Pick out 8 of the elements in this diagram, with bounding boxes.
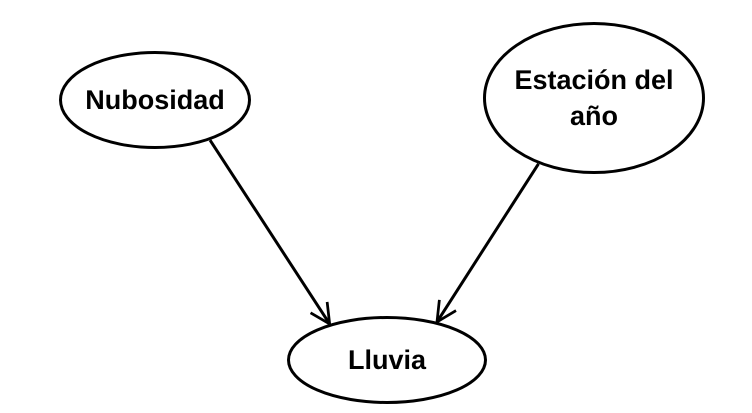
ellipse-node xyxy=(287,316,487,404)
node-label: Estación del año xyxy=(514,64,674,133)
ellipse-node xyxy=(483,22,705,174)
ellipse-node xyxy=(59,51,251,149)
arrow xyxy=(208,139,332,326)
node-label: Nubosidad xyxy=(85,84,225,117)
arrow xyxy=(436,163,540,324)
node-label: Lluvia xyxy=(348,344,426,377)
